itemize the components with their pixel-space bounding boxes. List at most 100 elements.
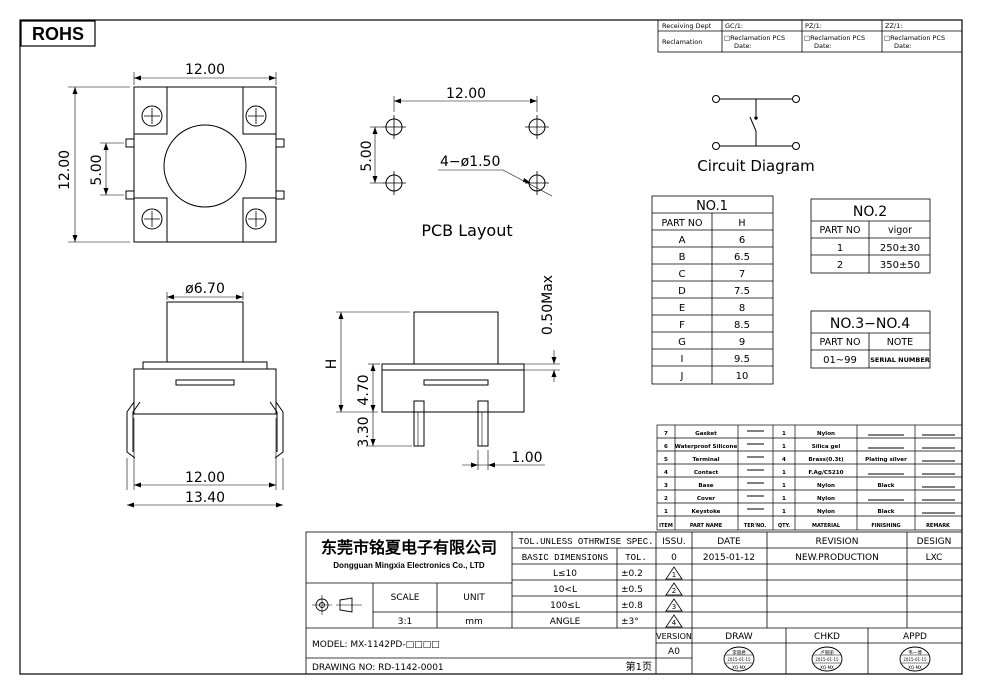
- projection-symbol-icon: [312, 595, 362, 615]
- no1-cell: J: [680, 371, 684, 382]
- hole-callout: 4−ø1.50: [440, 154, 500, 170]
- top-width-dim: 12.00: [185, 62, 225, 78]
- bom-header: FINISHING: [871, 523, 900, 529]
- bom-cell: Black: [878, 483, 895, 489]
- no1-table: [651, 195, 774, 385]
- stamp-name: 李丽君: [732, 649, 746, 656]
- tol-value: ±0.5: [621, 585, 643, 595]
- bom-cell: Black: [878, 509, 895, 515]
- no1-cell: D: [678, 286, 686, 297]
- circuit-diagram-label: Circuit Diagram: [697, 157, 814, 175]
- bom-cell: Terminal: [692, 457, 719, 463]
- tol-value: ±0.8: [621, 601, 643, 611]
- bom-cell: 1: [782, 444, 786, 450]
- side-view-right: [336, 311, 560, 470]
- page-number: 第1页: [626, 660, 652, 673]
- bom-cell: Plating silver: [865, 457, 907, 463]
- bom-header: MATERIAL: [812, 523, 841, 529]
- side-view-left: [126, 292, 284, 508]
- rohs-badge: ROHS: [32, 24, 84, 44]
- circuit-diagram: [712, 95, 800, 150]
- no1-cell: 6.5: [734, 252, 750, 263]
- no34-header-part: PART NO: [820, 337, 861, 348]
- bom-cell: 1: [782, 483, 786, 489]
- issu-value: 0: [671, 553, 677, 563]
- no34-header-note: NOTE: [887, 337, 913, 348]
- reclamation-date-2: Date:: [814, 42, 832, 50]
- max-050-dim: 0.50Max: [540, 275, 556, 335]
- bom-cell: Nylon: [817, 483, 835, 489]
- gc-label: GC/1:: [725, 22, 743, 30]
- revision-markers: [665, 566, 683, 628]
- stamp-code: XQ-MX: [908, 665, 922, 670]
- rev-mark: 1: [672, 571, 676, 579]
- stamp-name: 韦一博: [908, 649, 922, 656]
- issu-header: ISSU.: [662, 537, 686, 547]
- cap-diameter-dim: ø6.70: [185, 281, 225, 297]
- bom-header: QTY.: [778, 523, 790, 529]
- bom-cell: Cover: [697, 496, 715, 502]
- no1-cell: B: [679, 252, 686, 263]
- version-label: VERSION: [656, 632, 692, 641]
- stamp-code: XQ-MX: [732, 665, 746, 670]
- bom-cell: 1: [782, 470, 786, 476]
- no1-cell: E: [679, 303, 685, 314]
- approval-stamp: [811, 646, 843, 672]
- bom-header: REMARK: [926, 523, 951, 529]
- date-header: DATE: [717, 537, 741, 547]
- bom-cell: Gasket: [695, 431, 717, 437]
- bom-cell: 1: [782, 509, 786, 515]
- stamp-code: XQ-MX: [820, 665, 834, 670]
- stamp-date: 2015-01-15: [727, 657, 751, 662]
- unit-label: UNIT: [463, 593, 485, 603]
- bom-cell: Brass(0.3t): [808, 457, 844, 463]
- no2-header-part: PART NO: [820, 225, 861, 236]
- receiving-dept-label: Receiving Dept: [662, 22, 712, 30]
- pcb-layout-label: PCB Layout: [421, 221, 512, 240]
- no1-cell: F: [679, 320, 685, 331]
- rev-mark: 4: [672, 619, 677, 627]
- no1-title: NO.1: [696, 199, 728, 214]
- bom-cell: 6: [664, 444, 668, 450]
- tol-col-header: TOL.: [625, 553, 647, 563]
- basic-dimensions-header: BASIC DIMENSIONS: [522, 553, 608, 563]
- tol-value: ±3°: [621, 617, 639, 627]
- stamp-date: 2015-01-15: [815, 657, 839, 662]
- title-block-grid: [305, 531, 963, 675]
- version-value: A0: [668, 647, 680, 657]
- bom-cell: 1: [782, 496, 786, 502]
- no1-cell: 6: [739, 235, 745, 246]
- tol-value: ±0.2: [621, 569, 643, 579]
- pcb-layout: [370, 96, 553, 197]
- no2-table: [810, 198, 931, 274]
- pz-label: PZ/1:: [805, 22, 822, 30]
- no1-cell: 10: [736, 371, 749, 382]
- no2-cell: 1: [837, 243, 843, 254]
- company-name-cn: 东莞市铭夏电子有限公司: [321, 538, 497, 557]
- bom-cell: Silica gel: [812, 444, 841, 450]
- receiving-table: [657, 19, 963, 53]
- no1-header-part: PART NO: [662, 218, 703, 229]
- zz-label: ZZ/1:: [885, 22, 902, 30]
- no2-cell: 350±50: [880, 260, 920, 271]
- bom-cell: 3: [664, 483, 668, 489]
- stamp-name: 卢丽丽: [820, 649, 834, 656]
- no1-cell: 8.5: [734, 320, 750, 331]
- unit-value: mm: [465, 617, 483, 627]
- tol-header: TOL.UNLESS OTHRWISE SPEC.: [518, 537, 653, 547]
- bom-cell: Nylon: [817, 496, 835, 502]
- scale-label: SCALE: [391, 593, 420, 603]
- bom-cell: 1: [782, 431, 786, 437]
- bom-cell: 2: [664, 496, 668, 502]
- h-dim: H: [324, 359, 340, 370]
- no1-cell: 8: [739, 303, 745, 314]
- bom-cell: Contact: [694, 470, 719, 476]
- date-value: 2015-01-12: [703, 553, 755, 563]
- rev-mark: 2: [672, 587, 676, 595]
- tol-range: 100≤L: [550, 601, 580, 611]
- reclamation-pcs-1: □Reclamation PCS: [724, 34, 785, 42]
- no34-table: [810, 310, 931, 369]
- no34-cell: SERIAL NUMBER: [870, 356, 930, 364]
- no1-cell: 7: [739, 269, 745, 280]
- bom-table: [656, 424, 963, 531]
